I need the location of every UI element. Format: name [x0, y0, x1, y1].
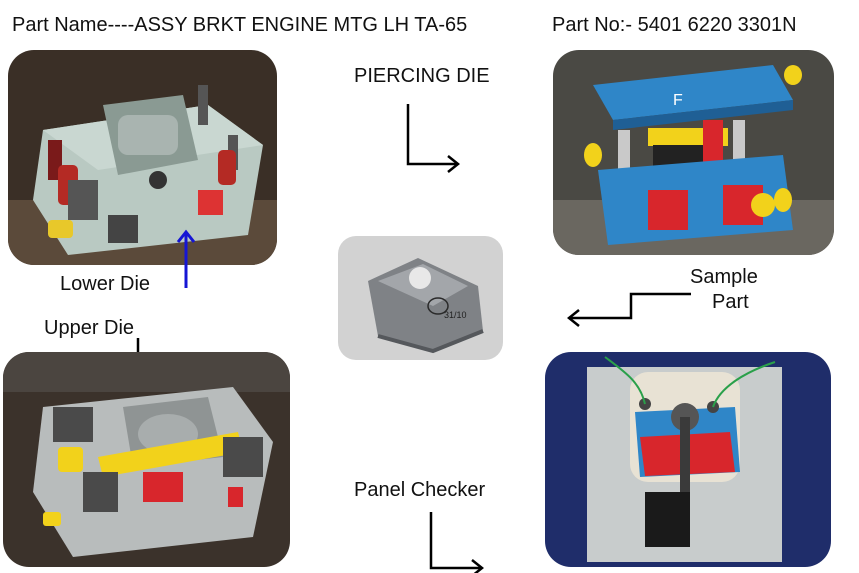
lower-die-photo: [8, 50, 277, 265]
panel-checker-label: Panel Checker: [354, 479, 486, 501]
sample-label-line2: Part: [712, 291, 749, 313]
sample-label-line1: Sample: [690, 266, 758, 288]
bent-arrow-right-lower-icon: [429, 512, 485, 573]
panel-checker-photo: [545, 352, 831, 567]
part-name-title: Part Name----ASSY BRKT ENGINE MTG LH TA-…: [12, 14, 468, 36]
bent-arrow-right-icon: [406, 104, 461, 173]
upper-die-photo: [3, 352, 290, 567]
piercing-die-photo: F: [553, 50, 834, 255]
blue-up-arrow-icon: [176, 229, 196, 288]
bent-arrow-left-icon: [566, 292, 691, 327]
upper-die-label: Upper Die: [44, 317, 135, 339]
sample-stamp-text: 31/10: [444, 310, 467, 320]
piercing-die-label: PIERCING DIE: [354, 65, 490, 87]
part-number-title: Part No:- 5401 6220 3301N: [552, 14, 797, 36]
lower-die-label: Lower Die: [60, 273, 151, 295]
sample-part-photo: 31/10: [338, 236, 503, 360]
die-plate-mark: F: [673, 92, 683, 109]
